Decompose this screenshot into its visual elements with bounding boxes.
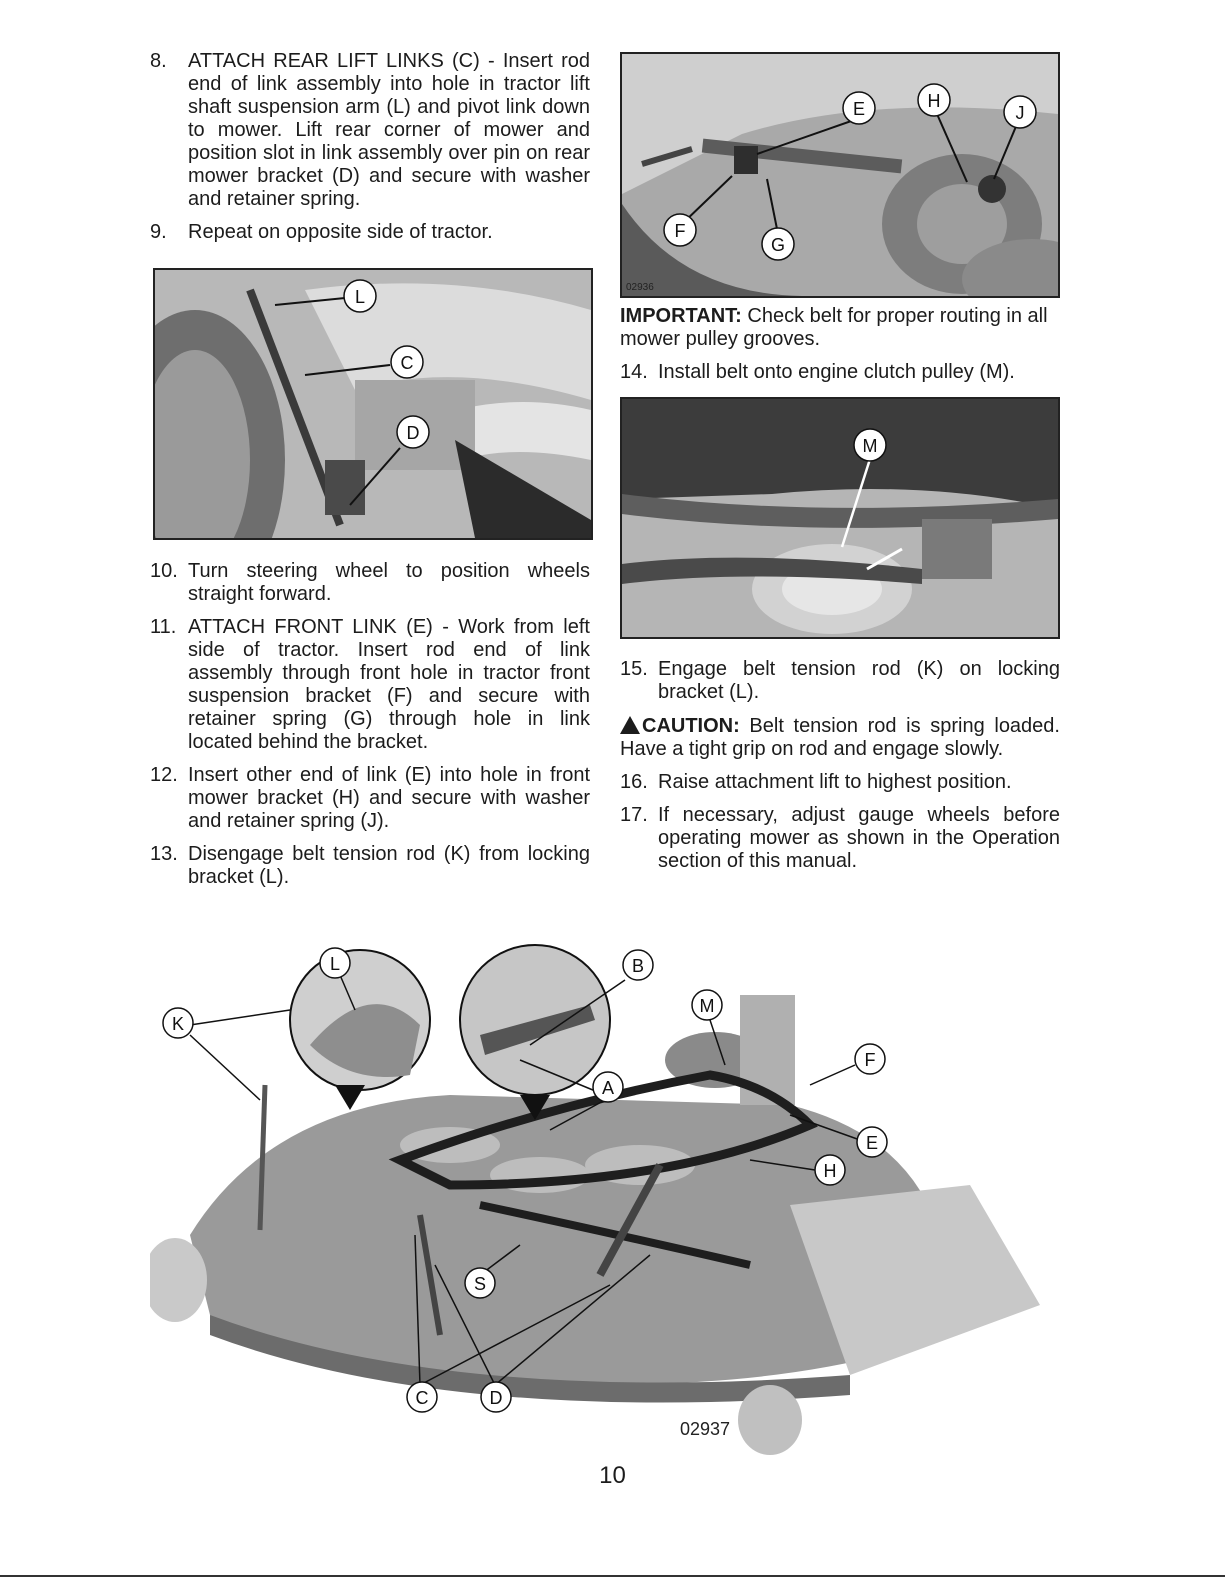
callout-a: A (592, 1071, 624, 1103)
step-number: 11. (150, 616, 177, 638)
svg-text:B: B (632, 956, 644, 976)
callout-s: S (464, 1267, 496, 1299)
figure-code: 02937 (680, 1419, 730, 1439)
left-column-bottom: 10. Turn steering wheel to position whee… (150, 560, 590, 899)
svg-text:G: G (771, 235, 785, 255)
step-number: 10. (150, 560, 178, 582)
page-number: 10 (599, 1462, 626, 1489)
callout-j: J (1003, 95, 1037, 129)
figure-rear-lift-link: L C D (153, 268, 593, 540)
svg-text:J: J (1016, 103, 1025, 123)
figure-clutch-pulley: M (620, 397, 1060, 639)
callout-g: G (761, 227, 795, 261)
callout-m: M (691, 989, 723, 1021)
svg-text:M: M (863, 436, 878, 456)
svg-text:M: M (700, 996, 715, 1016)
step-text: Insert other end of link (E) into hole i… (188, 764, 590, 832)
step-13: 13. Disengage belt tension rod (K) from … (150, 843, 590, 889)
callout-c: C (390, 345, 424, 379)
right-column-bottom: 15. Engage belt tension rod (K) on locki… (620, 658, 1060, 883)
callout-k: K (162, 1007, 194, 1039)
svg-text:H: H (824, 1161, 837, 1181)
left-column-top: 8. ATTACH REAR LIFT LINKS (C) - Insert r… (150, 50, 590, 254)
step-number: 15. (620, 658, 648, 680)
step-15: 15. Engage belt tension rod (K) on locki… (620, 658, 1060, 704)
step-text: ATTACH FRONT LINK (E) - Work from left s… (188, 616, 590, 753)
svg-text:E: E (853, 99, 865, 119)
step-14: 14. Install belt onto engine clutch pull… (620, 361, 1060, 384)
svg-text:L: L (330, 954, 340, 974)
warning-triangle-icon (620, 716, 640, 734)
step-text: Disengage belt tension rod (K) from lock… (188, 843, 590, 888)
svg-text:F: F (675, 221, 686, 241)
step-9: 9. Repeat on opposite side of tractor. (150, 221, 590, 244)
step-17: 17. If necessary, adjust gauge wheels be… (620, 804, 1060, 873)
callout-f: F (854, 1043, 886, 1075)
caution-note: CAUTION: Belt tension rod is spring load… (620, 714, 1060, 761)
svg-text:L: L (355, 287, 365, 307)
step-number: 17. (620, 804, 648, 826)
step-number: 12. (150, 764, 178, 786)
step-10: 10. Turn steering wheel to position whee… (150, 560, 590, 606)
callout-f: F (663, 213, 697, 247)
callout-m: M (853, 428, 887, 462)
callout-b: B (622, 949, 654, 981)
callout-e: E (856, 1126, 888, 1158)
caution-text: Belt tension rod is spring loaded. Have … (620, 715, 1060, 760)
step-text: If necessary, adjust gauge wheels before… (658, 804, 1060, 872)
step-text: ATTACH REAR LIFT LINKS (C) - Insert rod … (188, 50, 590, 210)
callout-e: E (842, 91, 876, 125)
figure-code: 02936 (626, 282, 654, 293)
important-note: IMPORTANT: Check belt for proper routing… (620, 305, 1060, 351)
step-number: 14. (620, 361, 648, 383)
step-text: Raise attachment lift to highest positio… (658, 771, 1012, 793)
svg-text:A: A (602, 1078, 614, 1098)
svg-text:K: K (172, 1014, 184, 1034)
step-number: 9. (150, 221, 167, 243)
callout-d: D (396, 415, 430, 449)
callout-l: L (319, 947, 351, 979)
svg-text:D: D (490, 1388, 503, 1408)
step-text: Turn steering wheel to position wheels s… (188, 560, 590, 605)
important-text: Check belt for proper routing in all mow… (620, 305, 1048, 350)
step-11: 11. ATTACH FRONT LINK (E) - Work from le… (150, 616, 590, 754)
step-12: 12. Insert other end of link (E) into ho… (150, 764, 590, 833)
step-text: Install belt onto engine clutch pulley (… (658, 361, 1015, 383)
figure-front-link: E H J F G 02936 (620, 52, 1060, 298)
step-8: 8. ATTACH REAR LIFT LINKS (C) - Insert r… (150, 50, 590, 211)
callout-h: H (814, 1154, 846, 1186)
caution-label: CAUTION: (642, 715, 740, 737)
svg-text:D: D (407, 423, 420, 443)
figure-mower-deck: L K B M F A E H (143, 935, 1060, 1455)
callout-l: L (343, 279, 377, 313)
bottom-divider (0, 1575, 1225, 1577)
svg-text:H: H (928, 91, 941, 111)
svg-text:C: C (401, 353, 414, 373)
step-number: 13. (150, 843, 178, 865)
step-number: 16. (620, 771, 648, 793)
callout-d: D (480, 1381, 512, 1413)
svg-text:F: F (865, 1050, 876, 1070)
step-text: Engage belt tension rod (K) on locking b… (658, 658, 1060, 703)
important-label: IMPORTANT: (620, 305, 742, 327)
callout-h: H (917, 83, 951, 117)
svg-text:C: C (416, 1388, 429, 1408)
callout-c: C (406, 1381, 438, 1413)
step-number: 8. (150, 50, 167, 72)
step-16: 16. Raise attachment lift to highest pos… (620, 771, 1060, 794)
svg-text:E: E (866, 1133, 878, 1153)
svg-text:S: S (474, 1274, 486, 1294)
step-text: Repeat on opposite side of tractor. (188, 221, 493, 243)
right-column-top: IMPORTANT: Check belt for proper routing… (620, 305, 1060, 394)
